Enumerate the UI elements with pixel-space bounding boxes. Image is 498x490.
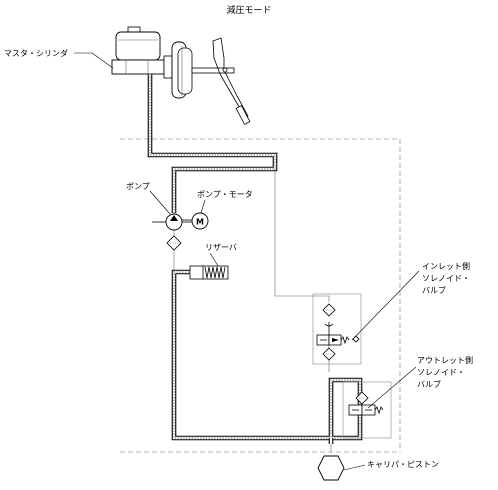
abs-unit-boundary <box>120 138 401 453</box>
label-outlet-valve-line3: バルブ <box>417 379 441 389</box>
label-inlet-valve-line2: ソレノイド・ <box>422 274 470 283</box>
inlet-solenoid-valve <box>312 293 362 365</box>
brake-booster <box>163 41 193 99</box>
reservoir <box>189 265 229 280</box>
label-reservoir: リザーバ <box>205 243 237 252</box>
outlet-solenoid-valve <box>342 381 392 439</box>
pump-filter <box>166 235 182 251</box>
label-pump: ポンプ <box>126 182 150 191</box>
master-cylinder <box>111 26 165 75</box>
labels: マスタ・シリンダ ポンプ ポンプ・モータ リザーバ インレット側 ソレノイド・ … <box>4 48 473 471</box>
label-inlet-valve-line1: インレット側 <box>422 261 470 271</box>
label-master-cylinder: マスタ・シリンダ <box>4 48 68 58</box>
motor-symbol: M <box>196 218 204 227</box>
pump-motor: M <box>191 212 209 230</box>
label-outlet-valve-line1: アウトレット側 <box>417 355 473 365</box>
inlet-feed-line <box>173 169 332 452</box>
brake-pedal <box>191 37 251 125</box>
label-outlet-valve-line2: ソレノイド・ <box>417 368 465 377</box>
diagram-title: 減圧モード <box>226 4 271 16</box>
pump <box>152 213 193 231</box>
label-caliper-piston: キャリパ・ピストン <box>367 460 439 469</box>
brake-line <box>147 74 363 444</box>
caliper-piston <box>317 455 345 481</box>
label-inlet-valve-line3: バルブ <box>422 285 446 295</box>
label-pump-motor: ポンプ・モータ <box>197 190 253 199</box>
